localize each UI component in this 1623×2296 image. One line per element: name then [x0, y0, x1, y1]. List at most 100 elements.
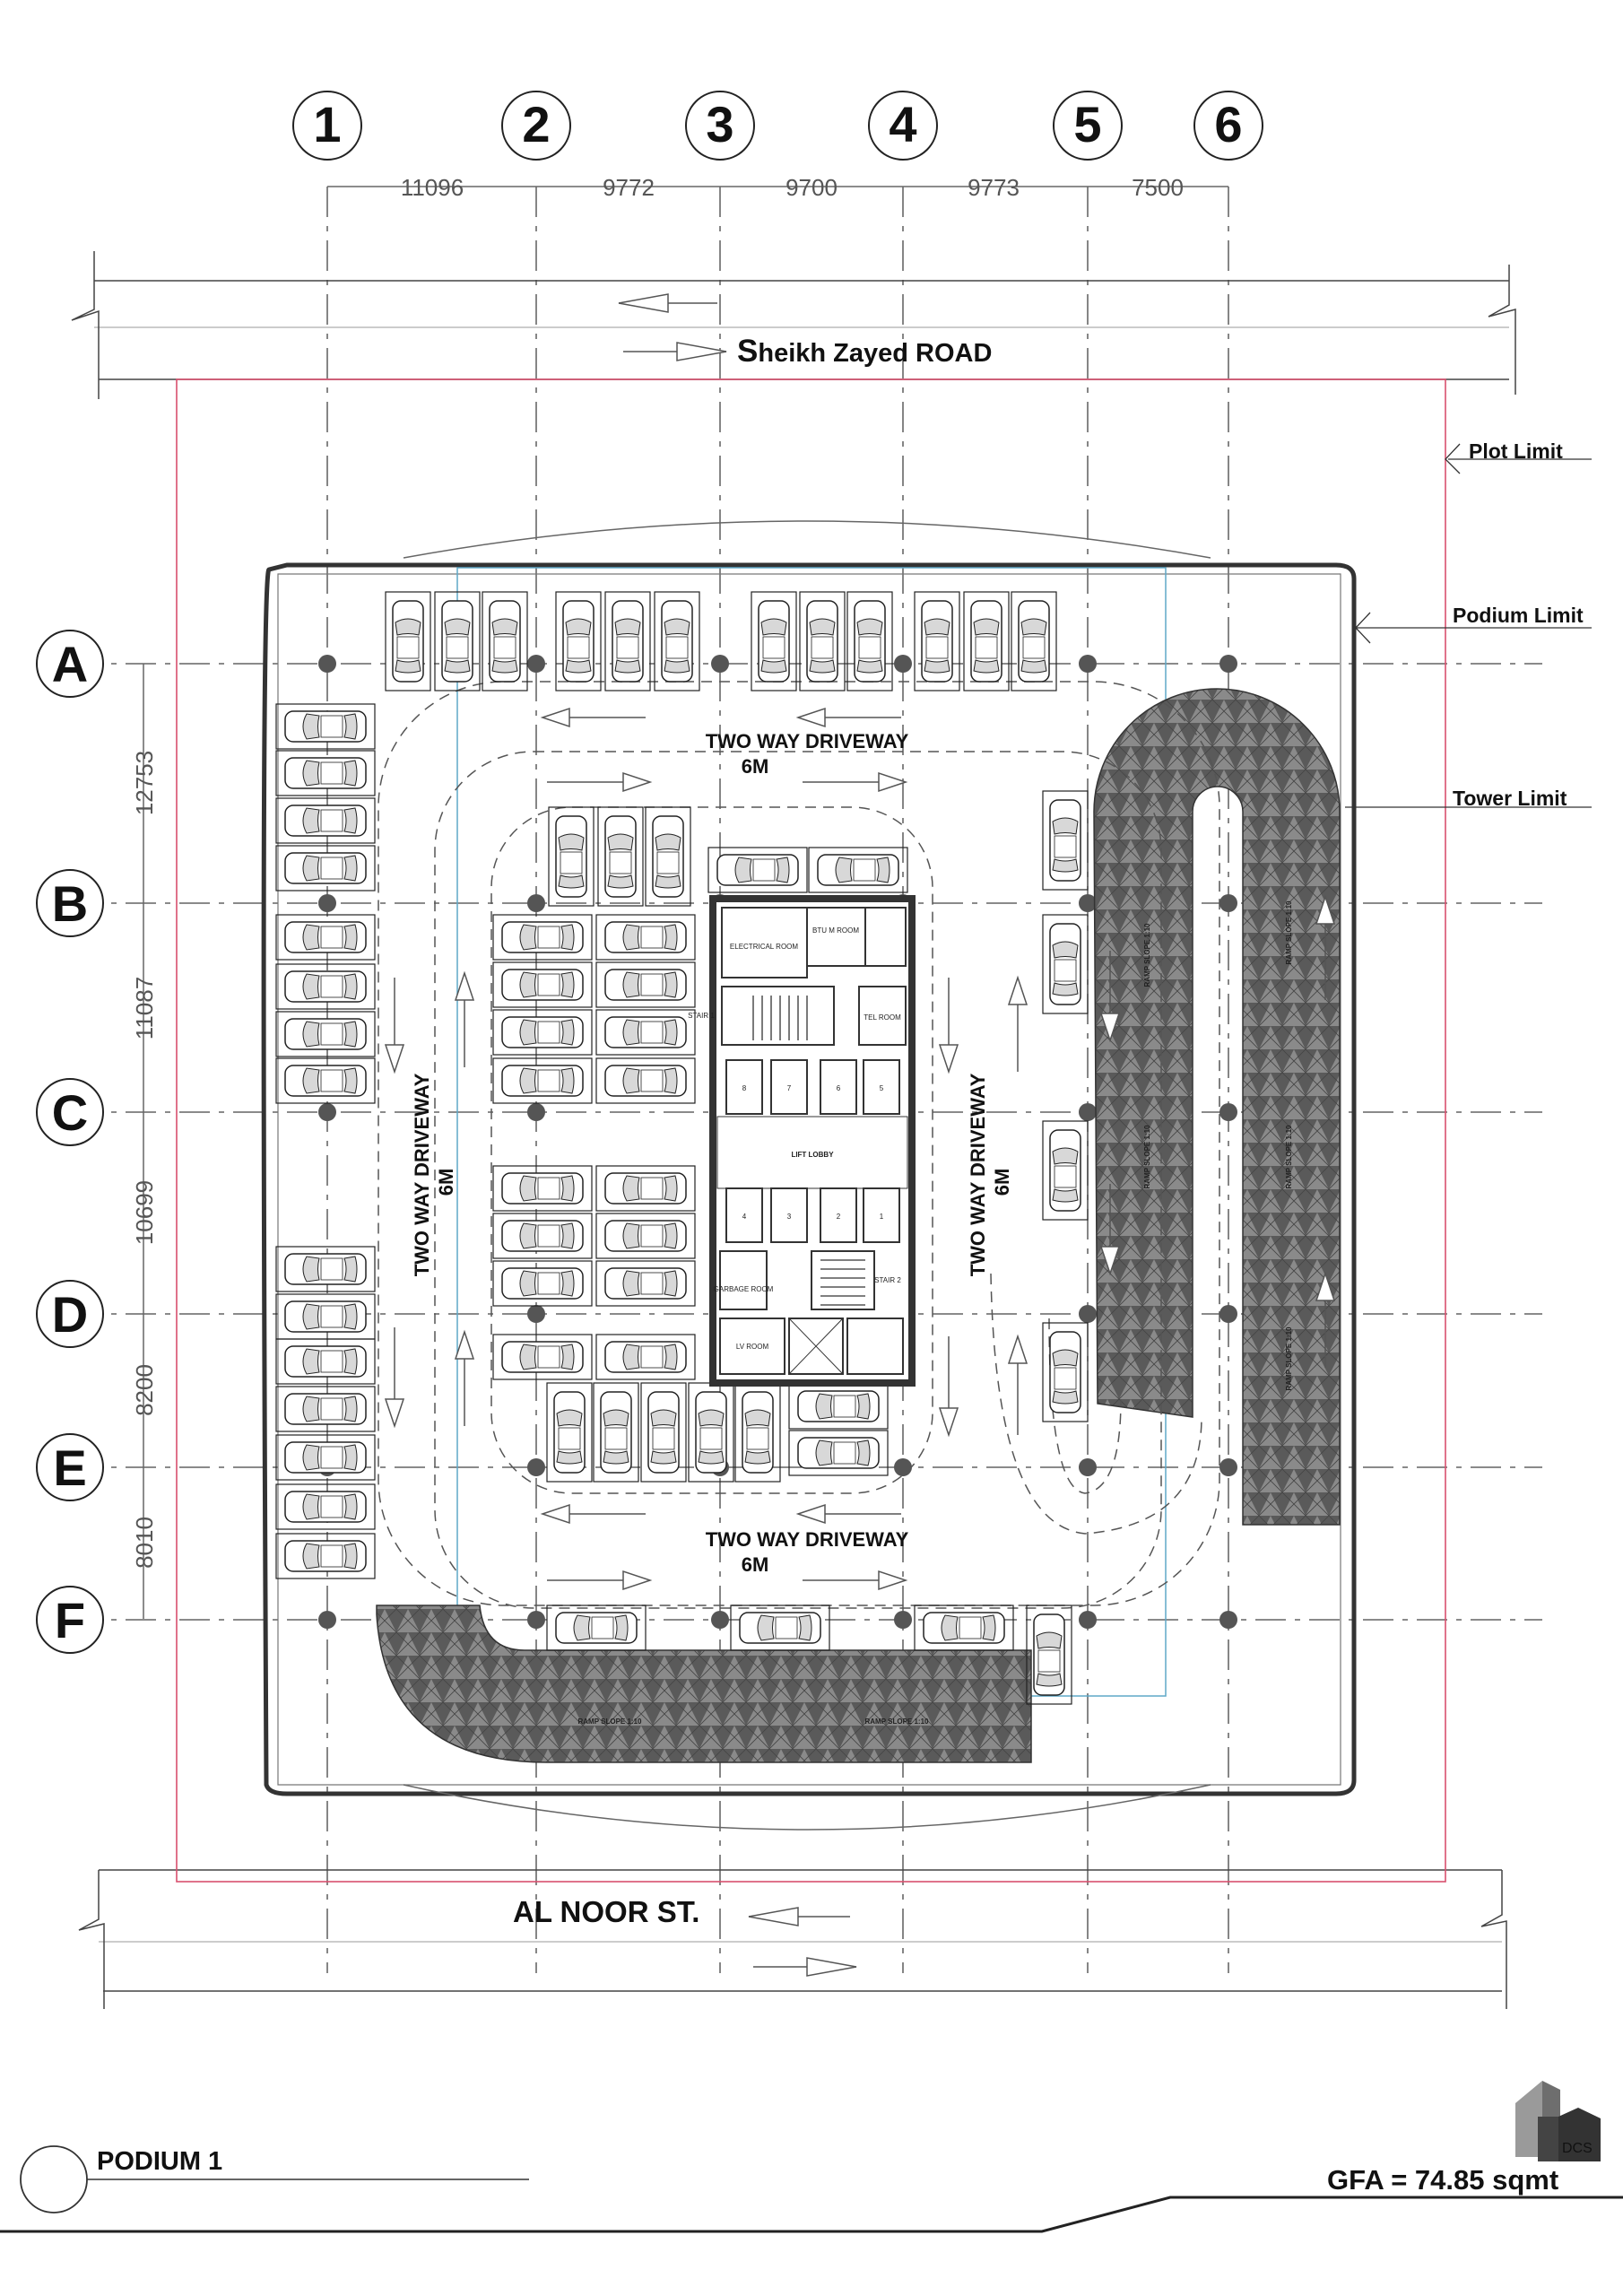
lift-shaft [770, 1187, 808, 1243]
parking-stall [595, 1165, 696, 1212]
limit-callouts: Plot Limit Podium Limit Tower Limit [1345, 439, 1592, 810]
direction-arrow-icon [1007, 975, 1028, 1072]
parking-stall [492, 1213, 593, 1259]
direction-arrows [384, 707, 1336, 1591]
column-dot [527, 1103, 545, 1121]
parking-stall [434, 591, 481, 691]
direction-arrow-icon [938, 978, 959, 1074]
grid-label-col: 2 [522, 96, 550, 152]
parking-stall [275, 1386, 376, 1432]
column-dot [1079, 894, 1097, 912]
parking-stall [914, 591, 960, 691]
lift-shaft [863, 1187, 900, 1243]
ramp-slope-label: RAMP SLOPE 1:10 [1285, 1326, 1293, 1391]
company-logo: DCS [1515, 2081, 1601, 2161]
lift-shaft [820, 1059, 857, 1115]
direction-arrow-icon [384, 1327, 405, 1429]
ramp-south: RAMP SLOPE 1:10 RAMP SLOPE 1:10 [376, 1605, 1032, 1763]
column-dot [318, 655, 336, 673]
direction-arrow-icon [384, 978, 405, 1074]
garbage-room-label: GARBAGE ROOM [714, 1285, 774, 1293]
grid-bubble-col [1193, 91, 1263, 161]
parking-stall [595, 1009, 696, 1056]
grid-label-row: C [52, 1084, 88, 1141]
grid-label-row: D [52, 1286, 88, 1343]
plot-limit-line [176, 378, 1446, 1883]
dim-col-1-2: 11096 [401, 174, 464, 201]
plot-limit-label: Plot Limit [1469, 439, 1563, 463]
lift-shaft [863, 1059, 900, 1115]
parking-stall [275, 914, 376, 961]
lift-number: 3 [787, 1213, 792, 1221]
lift-shaft [725, 1059, 763, 1115]
column-dot [1219, 1103, 1237, 1121]
parking-stall [275, 797, 376, 844]
driveway-label-west: TWO WAY DRIVEWAY [411, 1073, 433, 1276]
ramp-slope-label: RAMP SLOPE 1:10 [1143, 1125, 1151, 1189]
parking-stall [555, 591, 602, 691]
direction-arrow-icon [803, 771, 908, 793]
column-dot [1079, 1305, 1097, 1323]
grid-label-row: A [52, 636, 88, 692]
ramp-east: RAMP SLOPE 1:10 RAMP SLOPE 1:10 RAMP SLO… [1093, 688, 1341, 1526]
column-dot [527, 1458, 545, 1476]
parking-stall [275, 1057, 376, 1104]
parking-stall [492, 1165, 593, 1212]
grid-bubble-row [36, 1433, 104, 1501]
ramp-slope-label: RAMP SLOPE 1:10 [578, 1718, 643, 1726]
parking-stall [492, 1260, 593, 1307]
direction-arrow-icon [1099, 1184, 1121, 1276]
parking-stall [275, 703, 376, 750]
parking-stall [492, 961, 593, 1008]
parking-stall [604, 591, 651, 691]
tel-room-label: TEL ROOM [864, 1013, 901, 1022]
drawing-title: PODIUM 1 [97, 2147, 222, 2176]
title-block: PODIUM 1 GFA = 74.85 sqmt DCS [0, 2081, 1623, 2233]
north-road: Sheikh Zayed ROAD [71, 251, 1516, 399]
grid-bubble-row [36, 1586, 104, 1654]
grid-label-row: F [55, 1592, 85, 1648]
parking-stall [546, 1605, 647, 1651]
parking-stall [595, 1057, 696, 1104]
parking-stall [275, 1338, 376, 1385]
column-dot [318, 1611, 336, 1629]
direction-arrow-icon [1315, 1271, 1336, 1368]
grid-label-col: 4 [889, 96, 916, 152]
column-dot [318, 1103, 336, 1121]
column-dot [894, 1611, 912, 1629]
lv-room-label: LV ROOM [736, 1343, 769, 1351]
parking-stall [275, 1533, 376, 1579]
parking-stall [492, 1009, 593, 1056]
parking-stall [914, 1605, 1014, 1651]
column-dot [894, 655, 912, 673]
dim-col-5-6: 7500 [1132, 174, 1184, 201]
parking-stall [275, 1483, 376, 1530]
podium-limit-label: Podium Limit [1453, 604, 1584, 627]
parking-stall [1042, 914, 1089, 1014]
column-dot [527, 655, 545, 673]
parking-stall [654, 591, 700, 691]
parking-stall [482, 591, 528, 691]
direction-arrow-icon [1099, 951, 1121, 1043]
column-dot [1079, 1611, 1097, 1629]
dim-col-4-5: 9773 [968, 174, 1020, 201]
parking-stall [275, 1011, 376, 1057]
grid-bubble-row [36, 1280, 104, 1348]
parking-stall [275, 1293, 376, 1340]
north-road-name: Sheikh Zayed ROAD [737, 334, 992, 369]
south-road: AL NOOR ST. [78, 1869, 1507, 2009]
parking-stall [595, 914, 696, 961]
parking-stall [595, 1213, 696, 1259]
parking-stall [597, 806, 644, 907]
grid-label-row: E [53, 1439, 86, 1496]
dim-row-a-b: 12753 [131, 751, 158, 815]
dim-row-d-e: 8200 [131, 1364, 158, 1416]
ramp-slope-label: RAMP SLOPE 1:10 [1285, 900, 1293, 965]
direction-arrow-icon [1007, 1334, 1028, 1435]
lift-lobby-label: LIFT LOBBY [791, 1151, 834, 1159]
parking-stall [1011, 591, 1057, 691]
column-dot [711, 1611, 729, 1629]
logo-text: DCS [1562, 2141, 1593, 2156]
column-dot [318, 894, 336, 912]
